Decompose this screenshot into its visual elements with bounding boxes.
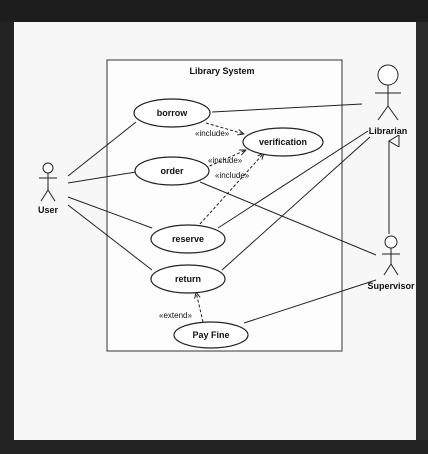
extend-payfine-return [196,292,204,323]
left-border [0,22,14,440]
use-case-return[interactable]: return [150,264,226,294]
include-label-1: «include» [195,129,230,138]
top-bar [0,0,428,22]
use-case-return-label: return [175,274,201,284]
actor-supervisor-label: Supervisor [367,281,415,291]
assoc-user-borrow [67,121,137,177]
actor-librarian[interactable] [375,64,401,121]
use-case-borrow[interactable]: borrow [133,98,211,128]
actor-supervisor[interactable] [382,235,400,276]
bottom-bar [0,440,428,454]
assoc-order-supervisor [199,181,377,256]
assoc-user-order [67,171,137,184]
diagram-canvas: Library System «include» «include» «incl… [14,22,416,440]
use-case-order-label: order [160,166,184,176]
include-label-2: «include» [208,156,243,165]
include-borrow-verification [205,122,244,134]
assoc-user-reserve [67,196,153,229]
use-case-reserve[interactable]: reserve [150,224,226,254]
use-case-pay-fine-label: Pay Fine [192,330,229,340]
assoc-return-librarian [221,136,371,271]
user-head-icon [42,162,54,174]
use-case-reserve-label: reserve [172,234,204,244]
librarian-head-icon [377,64,399,86]
use-case-borrow-label: borrow [157,108,188,118]
include-order-verification [204,150,246,169]
use-case-verification-label: verification [259,137,307,147]
assoc-borrow-librarian [211,103,363,113]
use-case-order[interactable]: order [134,156,210,186]
assoc-reserve-librarian [217,130,369,229]
system-title: Library System [189,66,254,76]
supervisor-head-icon [384,235,398,249]
use-case-verification[interactable]: verification [242,127,324,157]
use-case-pay-fine[interactable]: Pay Fine [173,321,249,349]
assoc-payfine-supervisor [243,279,377,324]
actor-user-label: User [38,205,59,215]
actor-user[interactable] [39,162,57,202]
include-reserve-verification [199,153,264,225]
include-label-3: «include» [215,171,250,180]
dependencies [196,122,264,323]
actor-librarian-label: Librarian [369,126,408,136]
use-case-diagram: Library System «include» «include» «incl… [38,59,415,352]
right-border [416,22,428,440]
associations [67,103,377,324]
assoc-user-return [67,204,153,271]
extend-label: «extend» [159,311,192,320]
